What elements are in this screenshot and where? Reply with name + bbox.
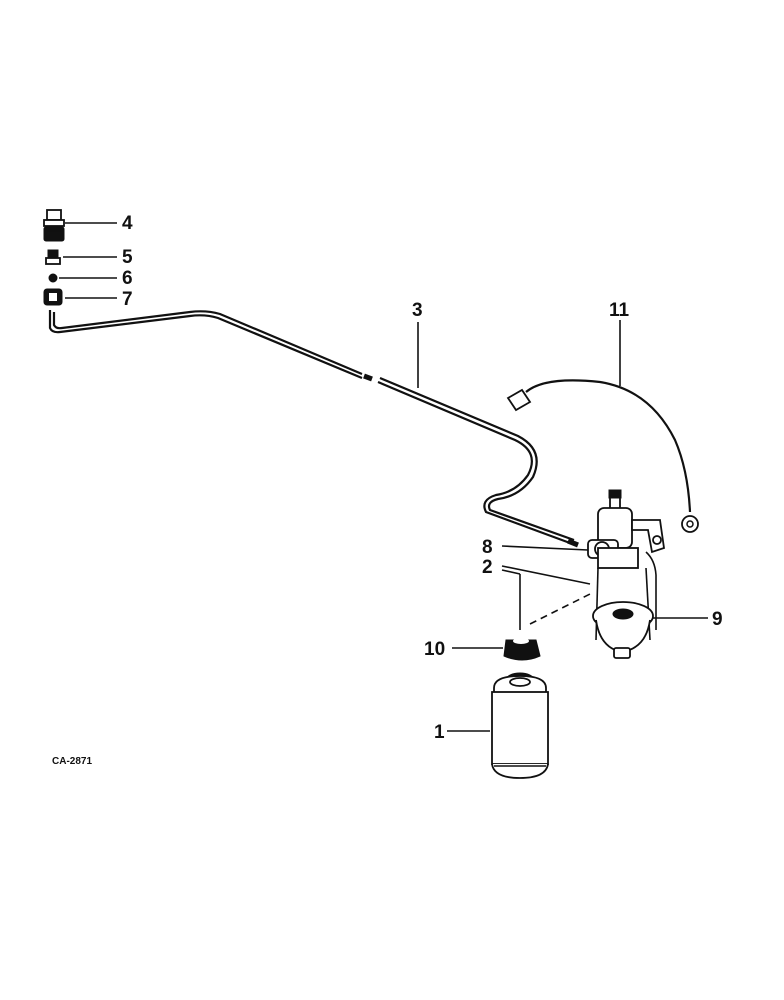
- leader-2-lower: [501, 569, 521, 575]
- callout-10: 10: [424, 639, 445, 660]
- part-7-nut: [43, 288, 63, 306]
- callout-8: 8: [482, 537, 493, 558]
- callout-4: 4: [122, 213, 133, 234]
- callout-9: 9: [712, 609, 723, 630]
- part-10-grommet: [503, 638, 541, 661]
- callout-6: 6: [122, 268, 133, 289]
- dashed-assembly-line: [529, 593, 591, 625]
- callout-7: 7: [122, 289, 133, 310]
- part-4-fitting: [43, 209, 65, 242]
- callout-3: 3: [412, 300, 423, 321]
- part-5-adapter: [45, 249, 61, 265]
- callout-2: 2: [482, 557, 493, 578]
- leader-8: [501, 545, 589, 551]
- drawing-code: CA-2871: [52, 756, 92, 767]
- part-3-fuel-line: [48, 310, 579, 548]
- callout-5: 5: [122, 247, 133, 268]
- leader-2-upper: [501, 565, 591, 585]
- callout-1: 1: [434, 722, 445, 743]
- part-1-filter-cartridge: [491, 672, 549, 779]
- part-9-filter-base: [587, 489, 665, 659]
- part-11-wire: [506, 379, 699, 533]
- callout-11: 11: [609, 300, 630, 321]
- part-6-sleeve: [48, 273, 58, 283]
